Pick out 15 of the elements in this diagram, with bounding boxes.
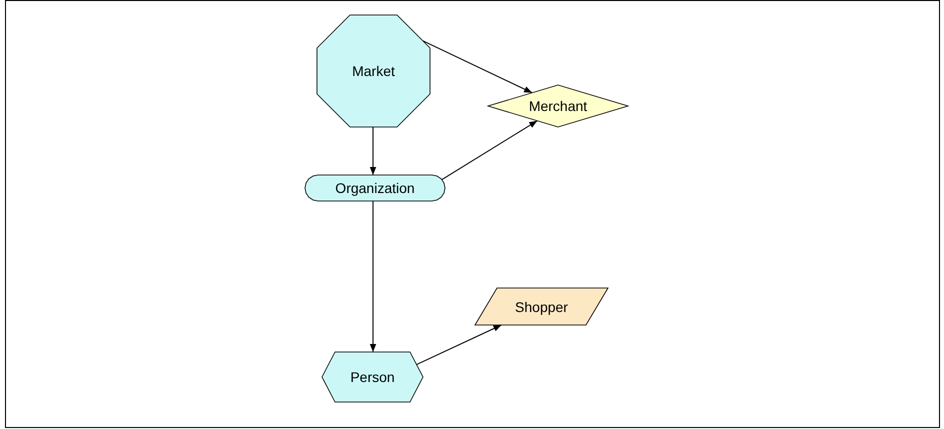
node-label: Person	[350, 369, 395, 385]
node-label: Merchant	[528, 98, 588, 114]
node-label: Organization	[335, 180, 415, 196]
node-label: Market	[352, 63, 395, 79]
arrow	[370, 200, 376, 352]
node-label: Shopper	[515, 298, 568, 314]
arrow	[422, 40, 533, 94]
arrow	[370, 126, 376, 176]
hexagon-node	[322, 352, 423, 402]
parallelogram-node	[475, 288, 608, 325]
arrow	[441, 120, 538, 180]
diamond-node	[488, 85, 628, 127]
rounded-node	[305, 175, 445, 201]
arrow	[416, 324, 502, 366]
octagon-node	[317, 15, 430, 127]
